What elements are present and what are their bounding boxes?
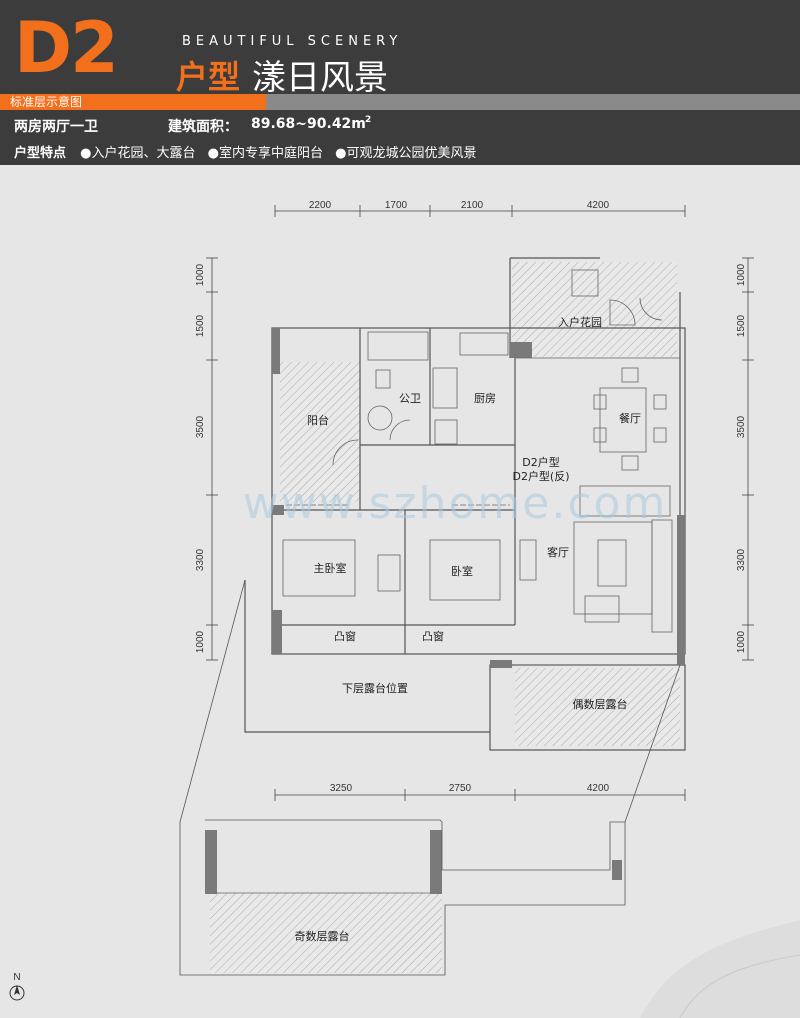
unit-type-label: D2户型 [522,455,559,469]
area-label: 建筑面积： [168,119,238,135]
dimension-lines [206,205,754,801]
unit-name: 漾日风景 [252,58,388,98]
dim-left: 1500 [195,314,206,337]
room-bay-window: 凸窗 [334,629,356,643]
english-title: BEAUTIFUL SCENERY [182,34,403,49]
odd-terrace-zone [210,893,442,973]
dim-top: 2200 [309,200,332,211]
subtitle-bar: 标准层示意图 [0,94,800,110]
type-label: 户型 [176,58,241,96]
room-dining: 餐厅 [619,411,641,425]
dim-bottom: 4200 [587,783,610,794]
walls [244,257,686,751]
even-terrace-label: 偶数层露台 [573,697,628,711]
balcony-zone [280,362,360,502]
feature-item: ●可观龙城公园优美风景 [335,146,477,161]
dim-right: 1000 [736,630,747,653]
entry-garden-zone [512,262,677,357]
feature-item: ●入户花园、大露台 [80,146,196,161]
room-entry-garden: 入户花园 [558,315,602,329]
subtitle-bar-accent [0,94,266,110]
room-bay-window: 凸窗 [422,629,444,643]
dim-top: 4200 [587,200,610,211]
dim-left: 1000 [195,630,206,653]
floor-plan: 2200 1700 2100 4200 3250 2750 4200 1000 … [9,200,800,1018]
compass-icon: N [9,972,25,1001]
dim-right: 3500 [736,415,747,438]
furniture [215,269,680,894]
layout-type: 两房两厅一卫 [14,119,98,135]
dim-right: 1000 [736,263,747,286]
feature-item: ●室内专享中庭阳台 [207,146,323,161]
dim-right: 1500 [736,314,747,337]
dim-left: 1000 [195,263,206,286]
room-kitchen: 厨房 [474,392,496,405]
room-bedroom: 卧室 [451,564,473,578]
watermark: www.szhome.com [243,478,668,529]
wall-blocks [205,328,685,894]
room-master-bedroom: 主卧室 [314,561,347,575]
room-living: 客厅 [547,545,569,559]
dim-bottom: 3250 [330,783,353,794]
features-row: 户型特点 ●入户花园、大露台 ●室内专享中庭阳台 ●可观龙城公园优美风景 [14,142,484,161]
room-bathroom: 公卫 [399,392,421,405]
odd-terrace-label: 奇数层露台 [295,929,350,943]
dim-top: 1700 [385,200,408,211]
dim-left: 3300 [195,548,206,571]
dim-top: 2100 [461,200,484,211]
unit-type-reverse-label: D2户型(反) [512,469,569,483]
area-value: 89.68~90.42m [251,116,366,132]
compass-label: N [13,972,20,983]
lower-terrace-label: 下层露台位置 [342,681,408,695]
unit-code-logo: D2 [14,7,119,89]
header: D2 BEAUTIFUL SCENERY 户型 漾日风景 标准层示意图 两房两厅… [0,0,800,165]
even-terrace-zone [515,668,680,746]
dim-right: 3300 [736,548,747,571]
perspective-lines [179,579,681,976]
decorative-sketch [640,920,800,1018]
dim-left: 3500 [195,415,206,438]
features-title: 户型特点 [14,146,67,161]
dim-bottom: 2750 [449,783,472,794]
room-balcony: 阳台 [307,413,329,427]
subtitle-text: 标准层示意图 [10,95,83,109]
area-unit-superscript: 2 [365,115,372,125]
